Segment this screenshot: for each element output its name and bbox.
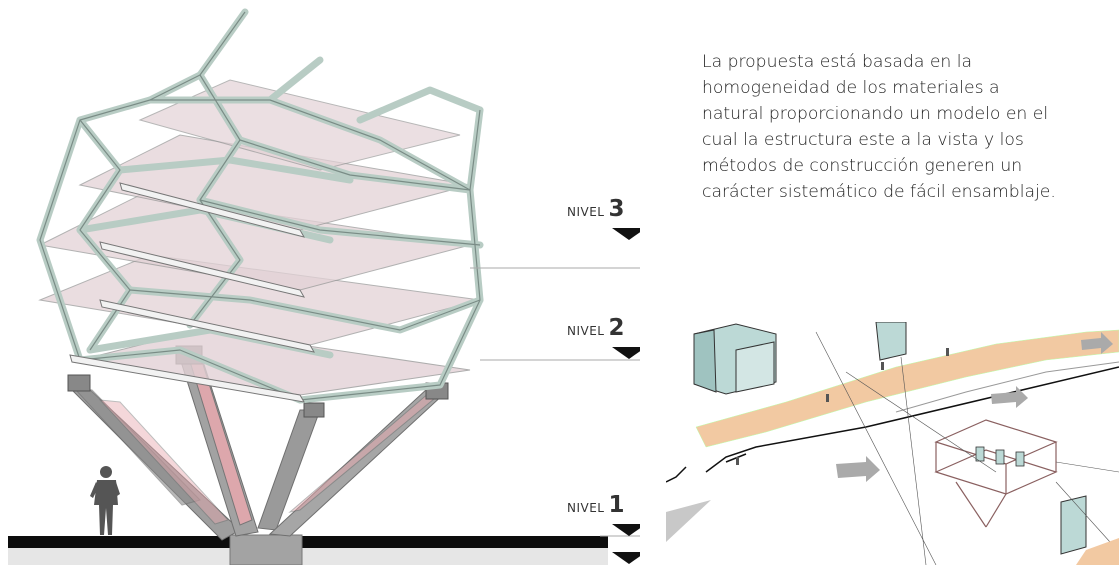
pedestrian-path bbox=[695, 329, 1119, 448]
project-description: La propuesta está basada en la homogenei… bbox=[702, 49, 1114, 205]
description-line: La propuesta está basada en la bbox=[702, 52, 973, 72]
projection-lines bbox=[815, 331, 1119, 565]
ground-base bbox=[8, 548, 608, 565]
buildings bbox=[693, 322, 1087, 555]
ground-slab bbox=[8, 536, 608, 548]
description-line: natural proporcionando un modelo en el bbox=[702, 104, 1049, 124]
tree-structure-elevation bbox=[8, 8, 640, 565]
foundation-block bbox=[229, 534, 303, 565]
description-line: cual la estructura este a la vista y los bbox=[702, 130, 1024, 150]
path-edge bbox=[895, 361, 1119, 413]
description-line: homogeneidad de los materiales a bbox=[702, 78, 1000, 98]
direction-arrows bbox=[836, 332, 1113, 482]
horizontal-beams bbox=[69, 182, 315, 403]
human-figure bbox=[90, 466, 120, 535]
level-lines bbox=[470, 267, 640, 537]
description-line: carácter sistemático de fácil ensamblaje… bbox=[702, 182, 1056, 202]
description-line: métodos de construcción generen un bbox=[702, 156, 1023, 176]
people bbox=[736, 348, 949, 465]
frame-lattice-outline bbox=[39, 11, 481, 401]
level-markers bbox=[612, 228, 640, 564]
site-axonometric bbox=[666, 322, 1119, 565]
plaza-shadow bbox=[666, 500, 711, 542]
path-lower bbox=[1076, 538, 1119, 565]
